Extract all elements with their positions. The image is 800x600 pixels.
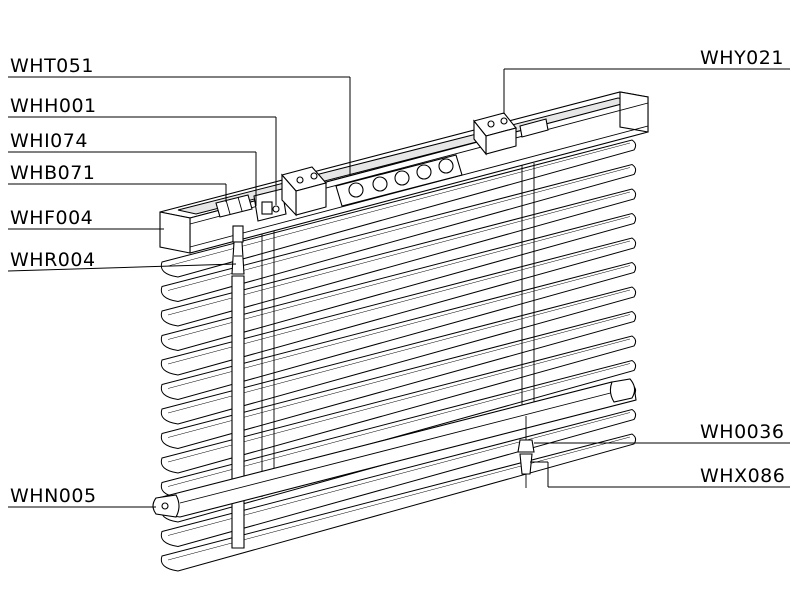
slat — [160, 163, 637, 303]
slat — [160, 359, 637, 499]
label-whf004: WHF004 — [10, 207, 93, 229]
slat — [160, 310, 637, 450]
label-whx086: WHX086 — [700, 465, 785, 487]
slat — [160, 335, 637, 474]
slat-edge — [167, 412, 631, 536]
cord-acorn — [517, 416, 535, 488]
left-bracket — [281, 166, 327, 217]
ladder-cords — [261, 163, 535, 497]
slat-edge — [167, 240, 631, 365]
slat-edge — [167, 265, 631, 389]
slat-edge — [167, 338, 631, 463]
slat — [160, 139, 637, 278]
slat — [160, 286, 637, 425]
leader-lines — [7, 68, 790, 508]
label-whh001: WHH001 — [10, 95, 97, 117]
tilt-mechanism — [335, 154, 463, 207]
right-bracket — [473, 112, 549, 156]
slat — [160, 261, 637, 401]
label-why021: WHY021 — [700, 47, 784, 69]
slat-edge — [167, 216, 631, 340]
slat — [160, 408, 637, 548]
label-wh0036: WH0036 — [700, 421, 784, 443]
slat — [160, 212, 637, 352]
bottom-rail — [152, 378, 637, 518]
slat-edge — [167, 191, 631, 316]
slat-edge — [167, 142, 631, 267]
label-whn005: WHN005 — [10, 485, 97, 507]
slat — [160, 237, 637, 376]
slat — [160, 433, 637, 572]
label-whr004: WHR004 — [10, 249, 96, 271]
tilt-gear-box — [215, 194, 253, 218]
slat-edge — [167, 314, 631, 438]
slat-edge — [167, 167, 631, 291]
label-wht051: WHT051 — [10, 55, 94, 77]
slat-edge — [167, 363, 631, 487]
label-whi074: WHI074 — [10, 130, 88, 152]
cord-lock — [253, 188, 287, 222]
slat-edge — [167, 289, 631, 414]
slat — [160, 188, 637, 327]
label-whb071: WHB071 — [10, 162, 95, 184]
slat-edge — [167, 436, 631, 561]
part-labels: WHT051 WHH001 WHI074 WHB071 WHF004 WHR00… — [10, 47, 785, 507]
